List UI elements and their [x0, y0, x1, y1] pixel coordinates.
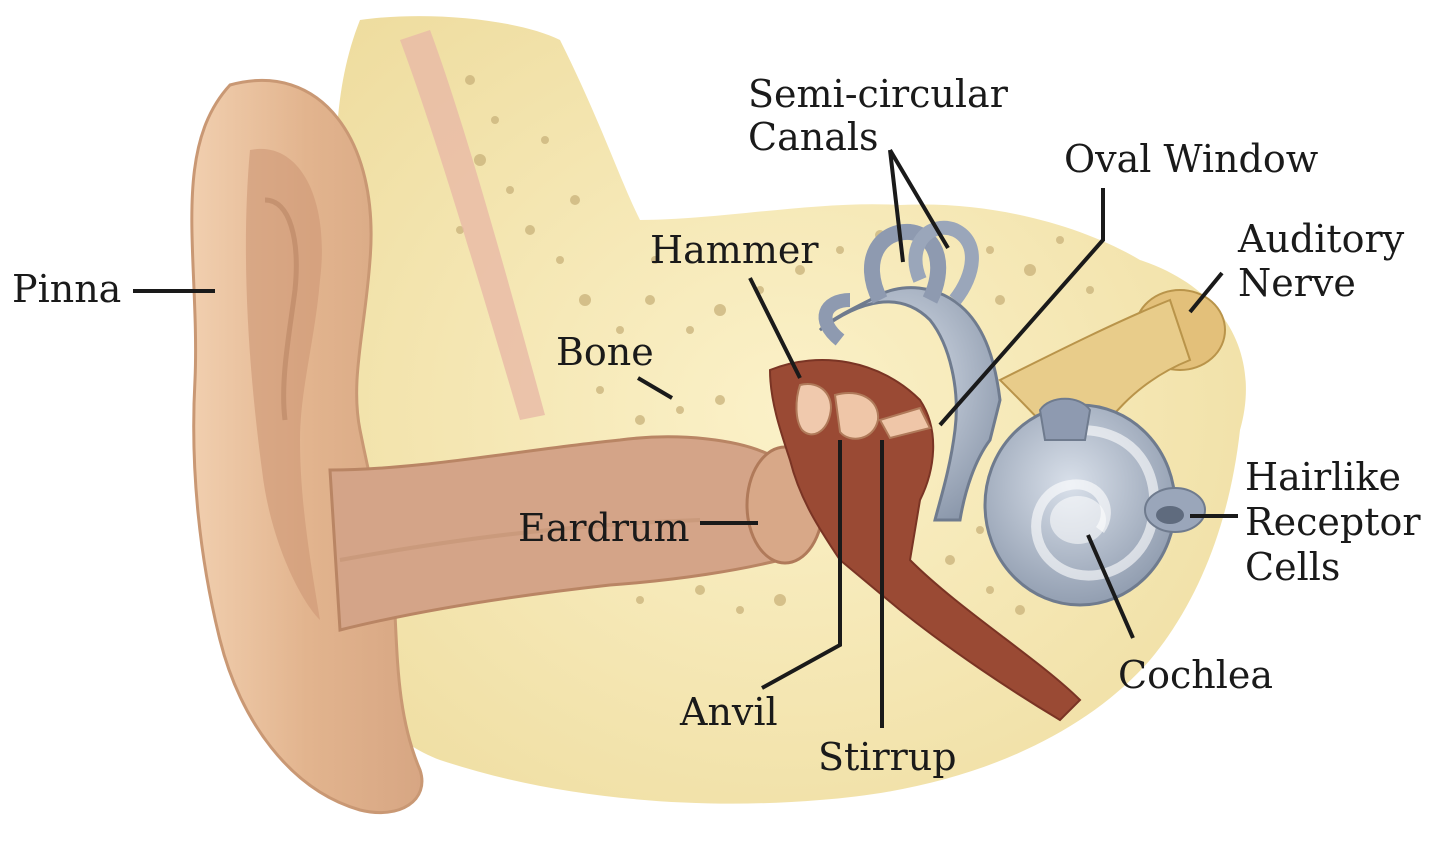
label-cochlea: Cochlea [1118, 653, 1273, 697]
label-bone: Bone [556, 330, 654, 374]
inner-ear [818, 220, 1206, 607]
bone-pores [456, 75, 1094, 615]
pinna-shape [190, 78, 424, 815]
label-stirrup: Stirrup [818, 735, 957, 779]
label-auditory-line2: Nerve [1238, 261, 1356, 305]
label-semicircular-line1: Semi-circular [748, 72, 1009, 116]
leader-auditory-nerve [1188, 271, 1224, 314]
label-hairlike-line1: Hairlike [1245, 455, 1401, 499]
label-eardrum: Eardrum [518, 506, 690, 550]
label-semicircular-line2: Canals [748, 115, 879, 159]
label-anvil: Anvil [679, 690, 778, 734]
hair-cells-shape [1144, 487, 1206, 533]
label-hairlike-line3: Cells [1245, 545, 1340, 589]
label-auditory-line1: Auditory [1237, 217, 1405, 261]
leader-semicircular-canals [888, 148, 950, 263]
leader-cochlea [1086, 534, 1135, 639]
label-pinna: Pinna [12, 267, 121, 311]
labels: Pinna Semi-circular Canals Oval Window H… [12, 72, 1421, 779]
cochlea-shape [983, 397, 1177, 607]
label-hairlike-line2: Receptor [1245, 500, 1421, 544]
label-oval-window: Oval Window [1064, 137, 1319, 181]
leader-lines [133, 148, 1238, 728]
leader-oval-window [938, 188, 1105, 427]
leader-hammer [748, 277, 802, 379]
middle-ear [768, 359, 1082, 722]
leader-anvil [761, 440, 842, 690]
label-hammer: Hammer [650, 228, 819, 272]
leader-bone [636, 376, 674, 400]
